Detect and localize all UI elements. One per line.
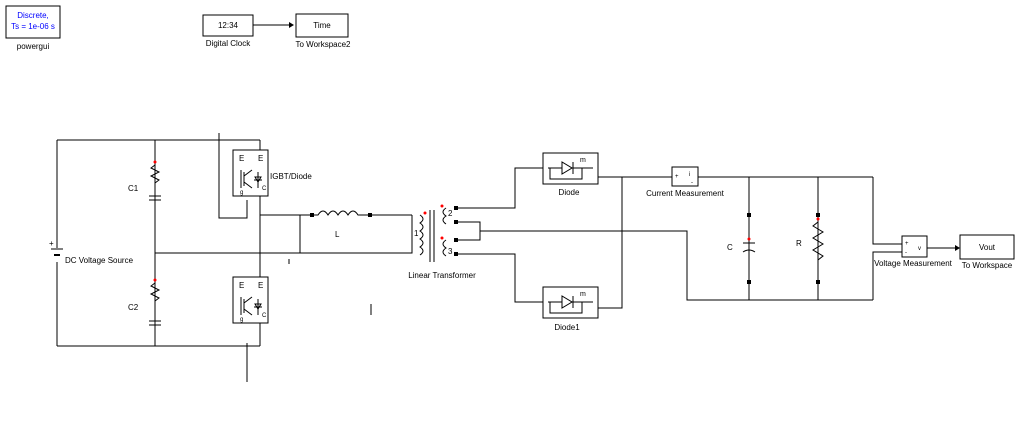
cm-minus: - (691, 180, 693, 186)
igbt-b-e2: E (258, 281, 263, 290)
current-meas-label: Current Measurement (646, 189, 725, 198)
t3-label: 3 (448, 247, 453, 256)
igbt-b-g: g (240, 317, 243, 323)
secondary-wires (458, 167, 958, 309)
dc-source-label: DC Voltage Source (65, 256, 134, 265)
diode-m: m (580, 157, 586, 164)
voltage-meas-label: Voltage Measurement (874, 259, 953, 268)
arrow-icon (289, 22, 294, 28)
cm-i: i (689, 172, 690, 178)
capacitor-c[interactable] (742, 213, 756, 284)
powergui-label: powergui (17, 42, 50, 51)
time-ws-value: Time (313, 21, 331, 30)
c1-label: C1 (128, 184, 139, 193)
dc-wires (56, 133, 412, 382)
resistor-r[interactable] (812, 213, 824, 284)
clock-value: 12:34 (218, 21, 239, 30)
cap-label: C (727, 243, 733, 252)
t2-label: 2 (448, 209, 453, 218)
vm-plus: + (905, 241, 909, 247)
c2-label: C2 (128, 303, 139, 312)
dc-voltage-source[interactable]: + (49, 239, 63, 256)
t1-label: 1 (414, 229, 419, 238)
igbt-label: IGBT/Diode (270, 172, 312, 181)
time-ws-label: To Workspace2 (296, 40, 352, 49)
cm-plus: + (675, 174, 679, 180)
diode1-m: m (580, 291, 586, 298)
diode-label: Diode (559, 188, 580, 197)
voltage-measurement-block[interactable]: + - v (901, 235, 928, 258)
inductor-l[interactable] (310, 210, 372, 217)
linear-transformer[interactable]: 2 3 1 (300, 204, 458, 263)
res-label: R (796, 239, 802, 248)
clock-label: Digital Clock (206, 39, 251, 48)
vout-value: Vout (979, 243, 996, 252)
igbt-e2: E (258, 154, 263, 163)
igbt-b-c: C (262, 313, 267, 319)
current-measurement-block[interactable]: + i - (671, 166, 699, 187)
igbt-e: E (239, 154, 244, 163)
igbt-diode-top[interactable]: E E g C (232, 149, 269, 197)
igbt-g: g (240, 190, 243, 196)
diode1-label: Diode1 (554, 323, 580, 332)
vm-minus: - (905, 250, 907, 256)
igbt-c: C (262, 186, 267, 192)
to-workspace2-block[interactable]: Time (295, 13, 349, 38)
vm-v: v (918, 246, 921, 252)
vout-label: To Workspace (962, 261, 1013, 270)
c2-branch[interactable] (149, 278, 161, 326)
powergui-line2: Ts = 1e-06 s (11, 22, 55, 31)
transformer-label: Linear Transformer (408, 271, 476, 280)
diode1-block[interactable]: m (542, 286, 599, 319)
inductor-label: L (335, 230, 340, 239)
diode-block[interactable]: m (542, 152, 599, 185)
c1-branch[interactable] (149, 160, 161, 201)
dc-plus: + (49, 239, 54, 248)
igbt-diode-bottom[interactable]: E E g C (232, 276, 269, 324)
igbt-b-e: E (239, 281, 244, 290)
powergui-block[interactable]: Discrete, Ts = 1e-06 s (5, 5, 61, 39)
arrow-icon (955, 245, 960, 251)
to-workspace-block[interactable]: Vout (959, 234, 1015, 260)
powergui-line1: Discrete, (17, 11, 49, 20)
digital-clock-block[interactable]: 12:34 (202, 14, 254, 37)
